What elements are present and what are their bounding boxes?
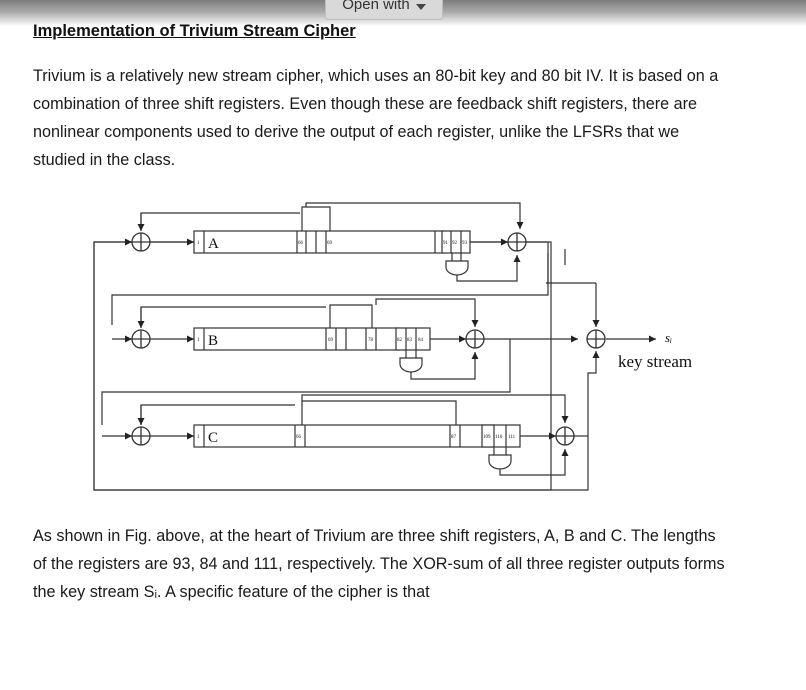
and-gate-a [445,260,469,276]
document-heading: Implementation of Trivium Stream Cipher [33,22,356,40]
xor-b-output [465,329,485,349]
reg-b-tap-1: 69 [328,338,334,343]
reg-a-end-1: 91 [443,241,449,246]
reg-b-end-3: 84 [418,338,424,343]
register-c-box [193,424,495,448]
reg-c-end-3: 111 [508,435,516,440]
open-with-label: Open with [342,0,410,13]
body-paragraph: As shown in Fig. above, at the heart of … [33,527,725,601]
key-stream-label: key stream [618,352,692,371]
reg-a-tap-2: 69 [327,241,333,246]
xor-a-output [507,232,527,252]
intro-paragraph: Trivium is a relatively new stream ciphe… [33,67,719,169]
reg-a-end-3: 93 [462,241,468,246]
reg-c-tap-2: 87 [451,435,457,440]
register-b-label: B [208,333,218,349]
reg-b-tap-2: 78 [368,338,374,343]
and-gate-b [399,357,423,373]
and-gate-c [488,454,512,470]
register-a-label: A [208,236,219,252]
output-symbol: sᵢ [665,330,672,345]
reg-c-start: 1 [197,435,200,440]
outer-feedback-loop [93,241,552,491]
chevron-down-icon [415,4,426,10]
register-c-label: C [208,430,218,446]
xor-c-output [555,426,575,446]
reg-b-end-2: 83 [407,338,413,343]
xor-a-input [131,232,151,252]
reg-b-end-1: 82 [397,338,403,343]
reg-a-end-2: 92 [452,241,458,246]
xor-c-input [131,426,151,446]
trivium-diagram: A B C 1 66 69 91 92 93 1 69 78 82 83 84 … [93,202,692,491]
xor-b-input [131,329,151,349]
open-with-button[interactable]: Open with [325,0,443,20]
reg-b-start: 1 [197,338,200,343]
reg-a-tap-1: 66 [298,241,304,246]
register-a-box [193,230,445,254]
reg-c-end-1: 109 [483,435,491,440]
xor-keystream [586,329,606,349]
reg-a-start: 1 [197,241,200,246]
reg-c-end-2: 110 [495,435,503,440]
reg-c-tap-1: 66 [296,435,302,440]
